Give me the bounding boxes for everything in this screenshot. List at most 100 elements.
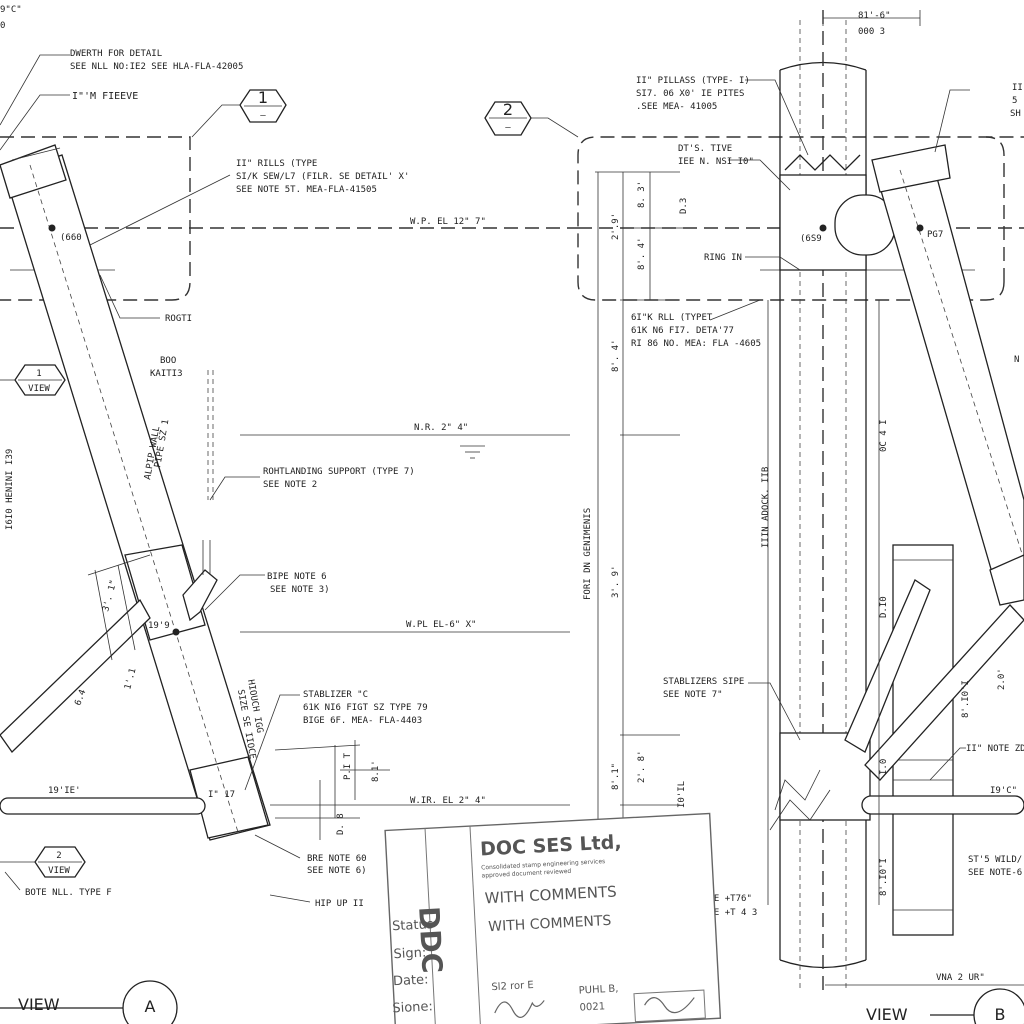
right-stabilizer-arms bbox=[769, 579, 1024, 831]
view-tag-2: 2 VIEW bbox=[0, 846, 86, 878]
svg-text:BRE NOTE 60: BRE NOTE 60 bbox=[307, 854, 367, 864]
svg-text:RI 86 NO. MEA: FLA -4605: RI 86 NO. MEA: FLA -4605 bbox=[631, 339, 761, 349]
svg-text:IIIN ADOCK. IIB: IIIN ADOCK. IIB bbox=[761, 467, 771, 548]
svg-text:A: A bbox=[145, 997, 156, 1016]
svg-text:2.0': 2.0' bbox=[997, 668, 1007, 690]
svg-text:STABLIZER "C: STABLIZER "C bbox=[303, 690, 368, 700]
svg-text:SEE NOTE 5T. MEA-FLA-41505: SEE NOTE 5T. MEA-FLA-41505 bbox=[236, 185, 377, 195]
svg-text:PUHL B,: PUHL B, bbox=[578, 984, 618, 997]
stamp-status: WITH COMMENTS bbox=[488, 913, 612, 935]
svg-text:8'.1": 8'.1" bbox=[611, 763, 621, 790]
svg-text:SEE NOTE 2: SEE NOTE 2 bbox=[263, 480, 317, 490]
svg-text:ROHTLANDING SUPPORT (TYPE 7): ROHTLANDING SUPPORT (TYPE 7) bbox=[263, 467, 415, 477]
stamp-signature-mark-2 bbox=[644, 997, 695, 1014]
svg-text:Sl2 ror E: Sl2 ror E bbox=[491, 980, 534, 993]
center-elevations: W.P. EL 12" 7" N.R. 2" 4" W.PL EL-6" X" … bbox=[406, 217, 486, 806]
view-b-title: VIEW B bbox=[866, 988, 1024, 1024]
detail-callout-2: 2 – bbox=[484, 100, 579, 138]
stamp-signature-mark bbox=[494, 1000, 545, 1018]
svg-text:SI7. 06 X0' IE PITES: SI7. 06 X0' IE PITES bbox=[636, 89, 744, 99]
left-stabilizer-arm bbox=[0, 370, 218, 815]
svg-text:P.I T: P.I T bbox=[343, 752, 353, 780]
svg-text:2: 2 bbox=[503, 100, 513, 119]
svg-text:5: 5 bbox=[1012, 96, 1017, 106]
svg-text:VNA 2 UR": VNA 2 UR" bbox=[936, 973, 985, 983]
svg-text:D.I0: D.I0 bbox=[879, 596, 889, 618]
svg-text:8'. 4': 8'. 4' bbox=[637, 237, 647, 270]
svg-text:FORI DN GENIMENIS: FORI DN GENIMENIS bbox=[583, 508, 593, 600]
svg-text:II" PILLASS (TYPE- I): II" PILLASS (TYPE- I) bbox=[636, 76, 750, 86]
svg-text:8'.I0'I: 8'.I0'I bbox=[961, 680, 971, 718]
svg-text:VIEW: VIEW bbox=[866, 1005, 908, 1024]
right-diagonal-brace bbox=[871, 144, 1024, 606]
left-leader-lines bbox=[0, 54, 311, 903]
svg-text:.SEE MEA- 41005: .SEE MEA- 41005 bbox=[636, 102, 717, 112]
svg-text:Sione:: Sione: bbox=[392, 999, 433, 1016]
svg-text:VIEW: VIEW bbox=[28, 384, 50, 394]
svg-text:8'. 4': 8'. 4' bbox=[611, 339, 621, 372]
svg-text:SEE NOTE +T 4 3: SEE NOTE +T 4 3 bbox=[676, 908, 757, 918]
svg-text:I0'IL: I0'IL bbox=[677, 781, 687, 808]
svg-text:PG7: PG7 bbox=[927, 230, 943, 240]
view-tag-1: 1 VIEW bbox=[0, 364, 66, 396]
review-stamp: DDC DOC SES Ltd, Consolidated stamp engi… bbox=[384, 812, 722, 1024]
svg-text:BOTE NLL. TYPE F: BOTE NLL. TYPE F bbox=[25, 888, 112, 898]
svg-text:STABLIZERS SIPE: STABLIZERS SIPE bbox=[663, 677, 744, 687]
svg-text:2: 2 bbox=[56, 851, 61, 861]
svg-text:0C 4 I: 0C 4 I bbox=[879, 419, 889, 452]
svg-text:Status: Status bbox=[392, 917, 434, 934]
right-vertical-column bbox=[779, 10, 896, 990]
svg-text:ROGTI: ROGTI bbox=[165, 314, 192, 324]
svg-text:3'. 1": 3'. 1" bbox=[101, 579, 119, 613]
svg-text:N.R. 2" 4": N.R. 2" 4" bbox=[414, 423, 468, 433]
svg-text:BOO: BOO bbox=[160, 356, 176, 366]
svg-text:II': II' bbox=[1012, 83, 1024, 93]
svg-text:VIEW: VIEW bbox=[18, 995, 60, 1014]
svg-text:I.0: I.0 bbox=[879, 759, 889, 775]
svg-text:ST'5 WILD/: ST'5 WILD/ bbox=[968, 855, 1022, 865]
svg-text:N: N bbox=[1014, 355, 1019, 365]
svg-text:19'IE': 19'IE' bbox=[48, 786, 81, 796]
svg-text:61K N6 FI7. DETA'77: 61K N6 FI7. DETA'77 bbox=[631, 326, 734, 336]
svg-text:000 3: 000 3 bbox=[858, 27, 885, 37]
svg-text:3'. 9': 3'. 9' bbox=[611, 565, 621, 598]
svg-text:81'-6": 81'-6" bbox=[858, 11, 891, 21]
svg-text:8'.I0'I: 8'.I0'I bbox=[879, 858, 889, 896]
svg-text:SH: SH bbox=[1010, 109, 1021, 119]
right-dimension-chain bbox=[595, 10, 1024, 986]
svg-text:0: 0 bbox=[0, 21, 5, 31]
svg-text:(660: (660 bbox=[60, 233, 82, 243]
svg-text:Date:: Date: bbox=[393, 972, 429, 989]
svg-text:VIEW: VIEW bbox=[48, 866, 70, 876]
left-dimension-lines bbox=[87, 445, 485, 840]
svg-text:I6I0 HENINI I39: I6I0 HENINI I39 bbox=[5, 449, 15, 530]
right-leader-lines bbox=[709, 79, 970, 781]
svg-text:1: 1 bbox=[36, 369, 41, 379]
svg-text:Sign:: Sign: bbox=[393, 946, 426, 963]
view-a-title: VIEW A bbox=[0, 980, 178, 1024]
svg-text:W.IR. EL 2" 4": W.IR. EL 2" 4" bbox=[410, 796, 486, 806]
svg-text:W.P. EL 12" 7": W.P. EL 12" 7" bbox=[410, 217, 486, 227]
detail-callout-1: 1 – bbox=[191, 88, 287, 138]
svg-text:approved document reviewed: approved document reviewed bbox=[481, 868, 571, 880]
svg-text:KAITI3: KAITI3 bbox=[150, 369, 183, 379]
svg-text:I9'C": I9'C" bbox=[990, 786, 1017, 796]
svg-text:6I"K RLL (TYPET: 6I"K RLL (TYPET bbox=[631, 313, 713, 323]
right-annotations: 81'-6" 000 3 II" PILLASS (TYPE- I) SI7. … bbox=[583, 11, 1024, 983]
svg-text:BIGE 6F. MEA- FLA-4403: BIGE 6F. MEA- FLA-4403 bbox=[303, 716, 422, 726]
svg-text:8.1': 8.1' bbox=[371, 760, 381, 782]
svg-text:I"'M FIEEVE: I"'M FIEEVE bbox=[72, 91, 138, 102]
svg-text:I" 17: I" 17 bbox=[208, 790, 235, 800]
svg-text:II" RILLS (TYPE: II" RILLS (TYPE bbox=[236, 159, 317, 169]
svg-text:(6S9: (6S9 bbox=[800, 234, 822, 244]
svg-text:W.PL EL-6" X": W.PL EL-6" X" bbox=[406, 620, 476, 630]
svg-text:9"C": 9"C" bbox=[0, 5, 22, 15]
svg-text:–: – bbox=[260, 111, 266, 121]
svg-text:B: B bbox=[995, 1005, 1006, 1024]
svg-text:19'9: 19'9 bbox=[148, 621, 170, 631]
svg-text:SEE NOTE 6): SEE NOTE 6) bbox=[307, 866, 367, 876]
svg-text:BIPE NOTE 6: BIPE NOTE 6 bbox=[267, 572, 327, 582]
svg-text:SI/K SEW/L7 (FILR. SE DETAIL': SI/K SEW/L7 (FILR. SE DETAIL' X' bbox=[236, 172, 409, 182]
svg-text:0021: 0021 bbox=[579, 1001, 605, 1013]
